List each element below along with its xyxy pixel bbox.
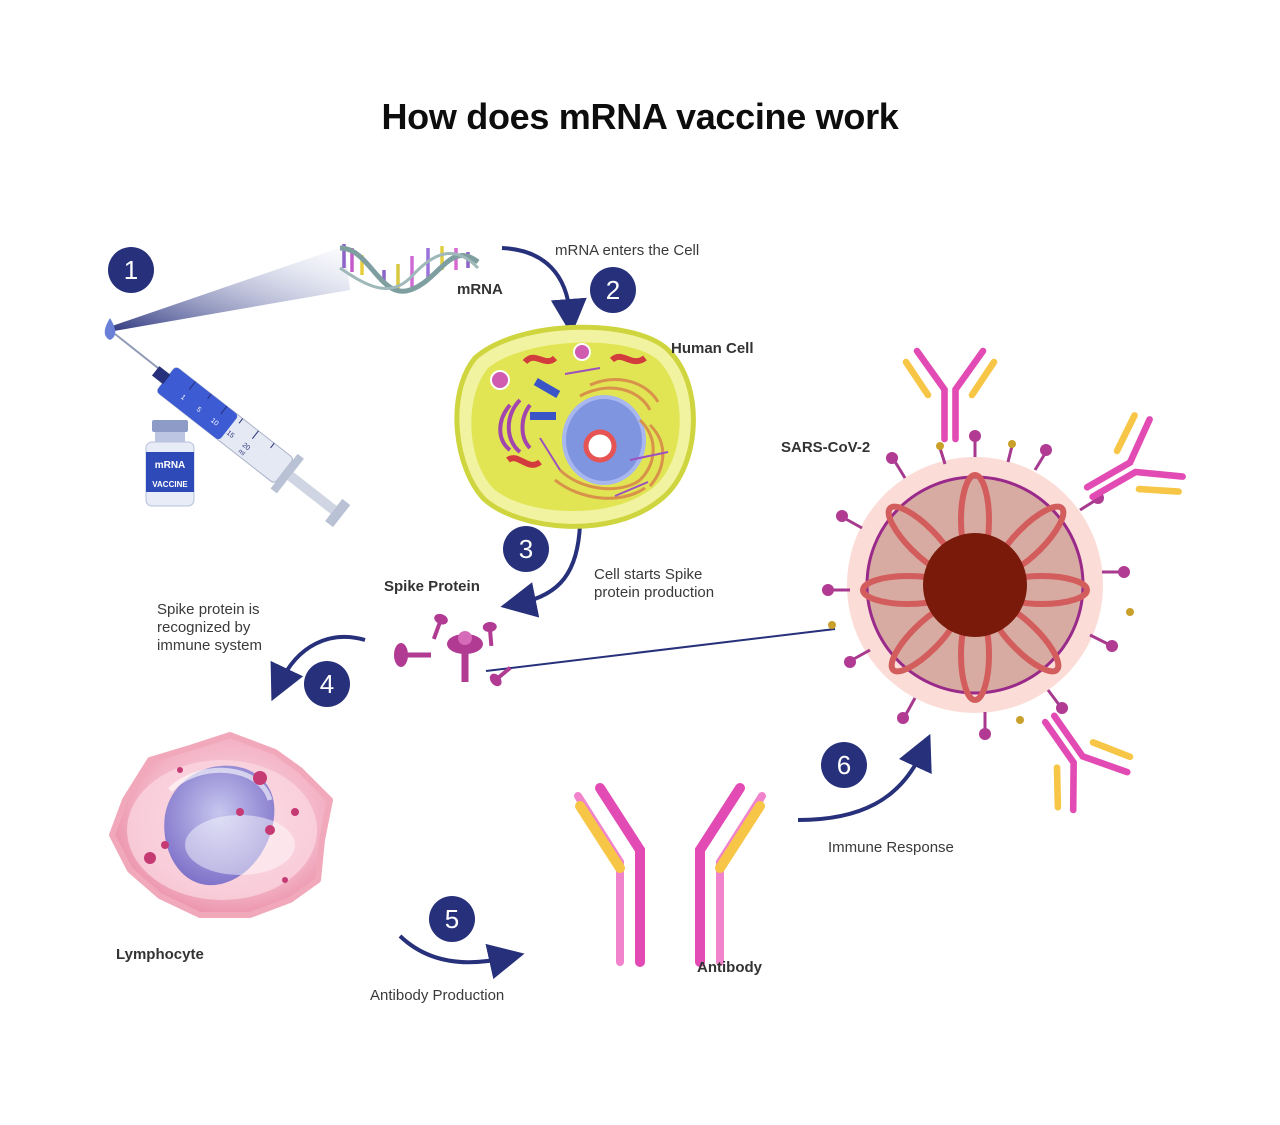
syringe-mark-1: 1 bbox=[179, 394, 186, 402]
sars-cov-2-virus bbox=[822, 430, 1134, 740]
vaccine-vial-icon: mRNA VACCINE bbox=[145, 420, 195, 507]
caption-step-4: Spike protein is recognized by immune sy… bbox=[157, 601, 262, 655]
label-sars-cov-2: SARS-CoV-2 bbox=[781, 439, 871, 456]
spike-protein-cluster bbox=[394, 613, 512, 687]
label-antibody: Antibody bbox=[697, 959, 762, 976]
caption-step-5: Antibody Production bbox=[370, 987, 505, 1004]
arrow-step-3 bbox=[500, 523, 582, 618]
human-cell-illustration bbox=[454, 324, 696, 529]
arrow-step-4 bbox=[270, 635, 366, 702]
syringe-mark-5: 5 bbox=[195, 406, 202, 414]
syringe-mark-10: 10 bbox=[209, 417, 220, 427]
step-badge-2: 2 bbox=[590, 267, 636, 313]
antibody-small-right bbox=[1083, 412, 1186, 501]
caption-step-2: mRNA enters the Cell bbox=[555, 242, 700, 259]
antibody-illustration bbox=[574, 783, 766, 967]
label-mrna: mRNA bbox=[457, 281, 503, 298]
vial-label-line2: VACCINE bbox=[152, 480, 188, 489]
arrow-step-2 bbox=[501, 246, 587, 335]
mrna-strand-icon bbox=[339, 244, 480, 294]
step-badge-1: 1 bbox=[108, 247, 154, 293]
antibody-small-bottom bbox=[1041, 712, 1134, 814]
step-badge-5: 5 bbox=[429, 896, 475, 942]
label-human-cell: Human Cell bbox=[671, 340, 754, 357]
caption-step-3: Cell starts Spike protein production bbox=[594, 566, 714, 602]
syringe-mark-20: 20 bbox=[241, 442, 252, 452]
caption-step-4-line3: immune system bbox=[157, 637, 263, 654]
label-spike-protein: Spike Protein bbox=[384, 578, 480, 595]
step-badge-6: 6 bbox=[821, 742, 867, 788]
lymphocyte-illustration bbox=[109, 732, 333, 918]
syringe-mark-15: 15 bbox=[225, 430, 236, 440]
antibody-small-top bbox=[902, 347, 998, 443]
droplet-icon bbox=[104, 318, 116, 340]
label-lymphocyte: Lymphocyte bbox=[116, 946, 204, 963]
syringe-mark-ml: ml bbox=[237, 449, 246, 458]
step-badge-4: 4 bbox=[304, 661, 350, 707]
connector-virus-to-spike bbox=[485, 628, 836, 672]
step-badge-3: 3 bbox=[503, 526, 549, 572]
injection-beam bbox=[112, 246, 350, 331]
arrow-step-5 bbox=[398, 934, 525, 980]
vial-label-line1: mRNA bbox=[155, 460, 186, 471]
caption-step-3-line1: Cell starts Spike bbox=[594, 566, 703, 583]
caption-step-6: Immune Response bbox=[828, 839, 954, 856]
arrow-step-6 bbox=[797, 733, 932, 822]
syringe-icon: 1 5 10 15 20 ml bbox=[114, 333, 351, 528]
caption-step-4-line2: recognized by bbox=[157, 619, 251, 636]
caption-step-4-line1: Spike protein is bbox=[157, 601, 260, 618]
caption-step-3-line2: protein production bbox=[594, 584, 715, 601]
diagram-title: How does mRNA vaccine work bbox=[381, 96, 899, 137]
